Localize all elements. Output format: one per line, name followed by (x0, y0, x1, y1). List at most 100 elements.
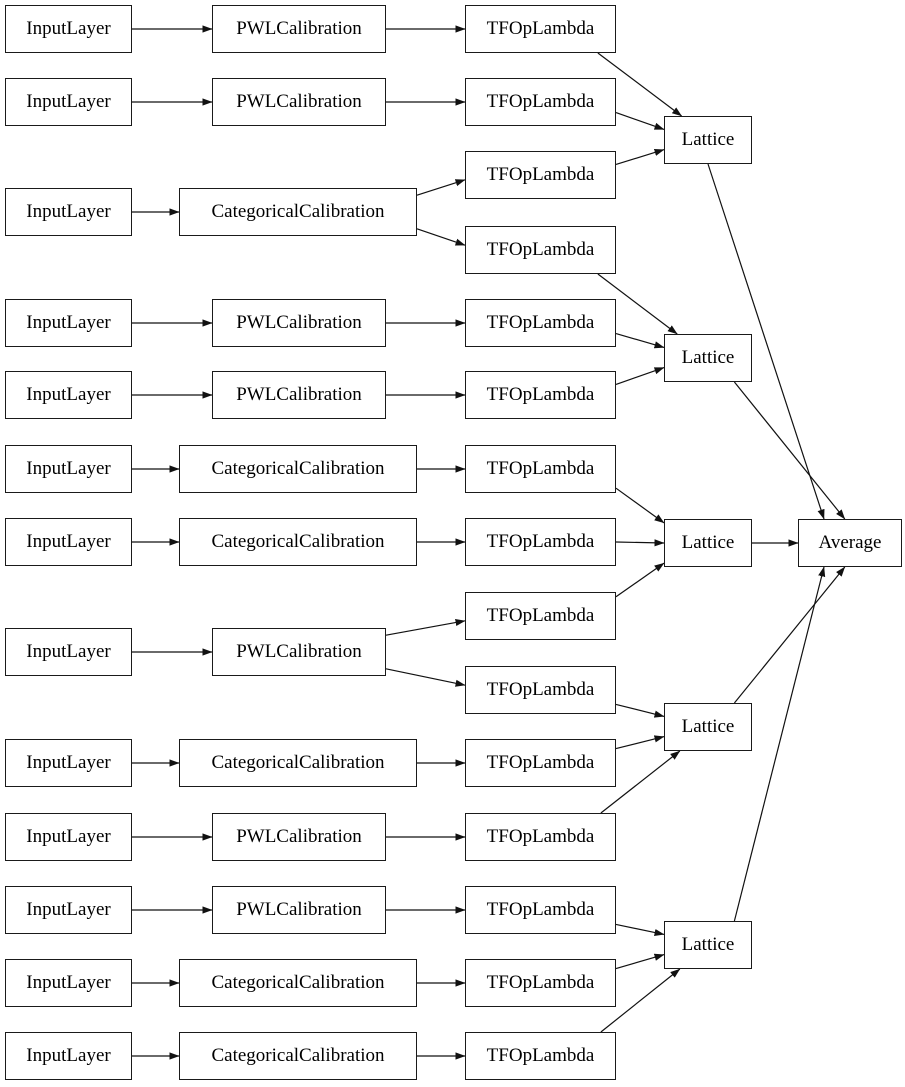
node-tfoplambda: TFOpLambda (465, 739, 616, 787)
edge-tfl4-to-lat2 (597, 273, 678, 335)
edge-cat1-to-tfl3 (416, 179, 466, 196)
node-label: PWLCalibration (236, 898, 362, 920)
node-inputlayer: InputLayer (5, 5, 132, 53)
edge-lat4-to-avg (733, 566, 846, 704)
node-tfoplambda: TFOpLambda (465, 959, 616, 1007)
node-label: TFOpLambda (486, 751, 595, 773)
edge-tfl12-to-lat4 (600, 750, 681, 814)
node-tfoplambda: TFOpLambda (465, 666, 616, 714)
node-tfoplambda: TFOpLambda (465, 78, 616, 126)
node-label: InputLayer (26, 90, 111, 112)
node-label: Lattice (681, 128, 735, 150)
node-tfoplambda: TFOpLambda (465, 299, 616, 347)
edge-tfl3-to-lat1 (615, 148, 665, 166)
node-tfoplambda: TFOpLambda (465, 886, 616, 934)
node-label: InputLayer (26, 200, 111, 222)
node-average: Average (798, 519, 902, 567)
node-label: InputLayer (26, 311, 111, 333)
node-pwlcalibration: PWLCalibration (212, 886, 386, 934)
node-pwlcalibration: PWLCalibration (212, 5, 386, 53)
edge-pwl5-to-tfl9 (385, 618, 466, 636)
node-pwlcalibration: PWLCalibration (212, 628, 386, 676)
edge-tfl15-to-lat5 (600, 968, 681, 1033)
node-tfoplambda: TFOpLambda (465, 592, 616, 640)
node-label: PWLCalibration (236, 17, 362, 39)
node-inputlayer: InputLayer (5, 371, 132, 419)
node-inputlayer: InputLayer (5, 628, 132, 676)
node-label: CategoricalCalibration (211, 751, 385, 773)
node-label: InputLayer (26, 751, 111, 773)
edge-lat1-to-avg (707, 163, 825, 520)
edge-tfl9-to-lat3 (615, 562, 665, 598)
node-label: TFOpLambda (486, 311, 595, 333)
node-label: TFOpLambda (486, 90, 595, 112)
node-label: InputLayer (26, 457, 111, 479)
node-label: Lattice (681, 933, 735, 955)
node-tfoplambda: TFOpLambda (465, 5, 616, 53)
node-lattice: Lattice (664, 519, 752, 567)
node-tfoplambda: TFOpLambda (465, 445, 616, 493)
node-lattice: Lattice (664, 703, 752, 751)
node-inputlayer: InputLayer (5, 78, 132, 126)
node-inputlayer: InputLayer (5, 813, 132, 861)
node-tfoplambda: TFOpLambda (465, 371, 616, 419)
node-label: TFOpLambda (486, 457, 595, 479)
node-label: Lattice (681, 715, 735, 737)
node-categoricalcalibration: CategoricalCalibration (179, 445, 417, 493)
node-label: Lattice (681, 531, 735, 553)
edge-tfl10-to-lat4 (615, 703, 665, 718)
node-label: CategoricalCalibration (211, 1044, 385, 1066)
node-label: InputLayer (26, 825, 111, 847)
node-inputlayer: InputLayer (5, 959, 132, 1007)
edge-tfl14-to-lat5 (615, 953, 665, 970)
node-tfoplambda: TFOpLambda (465, 151, 616, 199)
node-label: InputLayer (26, 971, 111, 993)
node-pwlcalibration: PWLCalibration (212, 299, 386, 347)
edge-tfl1-to-lat1 (597, 52, 682, 117)
node-pwlcalibration: PWLCalibration (212, 813, 386, 861)
node-label: InputLayer (26, 530, 111, 552)
node-label: TFOpLambda (486, 678, 595, 700)
node-inputlayer: InputLayer (5, 1032, 132, 1080)
node-categoricalcalibration: CategoricalCalibration (179, 188, 417, 236)
edge-tfl7-to-lat3 (615, 487, 665, 524)
node-categoricalcalibration: CategoricalCalibration (179, 959, 417, 1007)
node-label: TFOpLambda (486, 898, 595, 920)
node-label: TFOpLambda (486, 1044, 595, 1066)
node-label: TFOpLambda (486, 383, 595, 405)
node-label: InputLayer (26, 640, 111, 662)
node-label: CategoricalCalibration (211, 971, 385, 993)
edge-pwl5-to-tfl10 (385, 668, 466, 687)
node-inputlayer: InputLayer (5, 299, 132, 347)
node-tfoplambda: TFOpLambda (465, 518, 616, 566)
node-label: InputLayer (26, 383, 111, 405)
node-label: CategoricalCalibration (211, 200, 385, 222)
node-label: TFOpLambda (486, 825, 595, 847)
edge-tfl11-to-lat4 (615, 735, 665, 750)
edge-tfl13-to-lat5 (615, 923, 665, 937)
node-inputlayer: InputLayer (5, 518, 132, 566)
edge-tfl6-to-lat2 (615, 367, 665, 386)
node-label: TFOpLambda (486, 17, 595, 39)
node-categoricalcalibration: CategoricalCalibration (179, 739, 417, 787)
node-tfoplambda: TFOpLambda (465, 226, 616, 274)
node-tfoplambda: TFOpLambda (465, 813, 616, 861)
node-label: InputLayer (26, 898, 111, 920)
edge-lat2-to-avg (733, 381, 846, 520)
node-label: TFOpLambda (486, 530, 595, 552)
node-label: TFOpLambda (486, 238, 595, 260)
node-label: TFOpLambda (486, 604, 595, 626)
node-inputlayer: InputLayer (5, 188, 132, 236)
node-label: PWLCalibration (236, 90, 362, 112)
node-label: PWLCalibration (236, 311, 362, 333)
node-label: TFOpLambda (486, 971, 595, 993)
edge-tfl2-to-lat1 (615, 111, 665, 131)
node-lattice: Lattice (664, 116, 752, 164)
node-label: PWLCalibration (236, 383, 362, 405)
node-inputlayer: InputLayer (5, 739, 132, 787)
node-label: Lattice (681, 346, 735, 368)
node-label: CategoricalCalibration (211, 530, 385, 552)
node-label: PWLCalibration (236, 825, 362, 847)
